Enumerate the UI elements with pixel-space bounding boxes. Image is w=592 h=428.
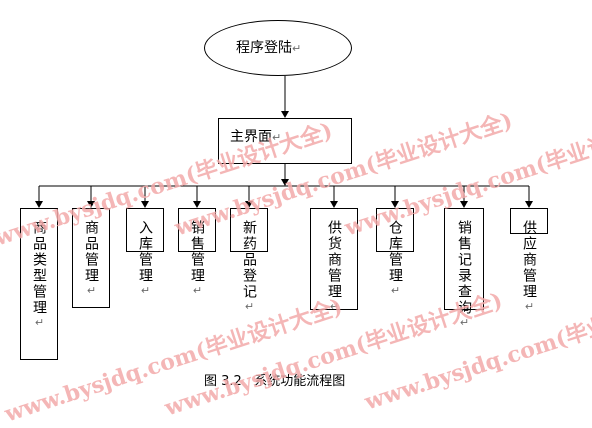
module-label: 商品管理↵: [83, 220, 99, 299]
arrow-head: [245, 201, 253, 208]
main-node-label: 主界面↵: [230, 129, 282, 145]
arrow-head: [391, 201, 399, 208]
module-label: 供货商管理↵: [326, 220, 342, 315]
figure-caption: 图 3.2 系统功能流程图: [204, 374, 346, 389]
module-box: [230, 208, 268, 252]
arrow-head: [35, 201, 43, 208]
arrow-head: [330, 201, 338, 208]
module-label: 销售记录查询↵: [456, 220, 472, 331]
module-box: [20, 208, 58, 360]
arrow-head: [87, 201, 95, 208]
module-box: [510, 208, 548, 234]
module-box: [376, 208, 414, 252]
module-box: [72, 208, 110, 308]
connector-lines: [35, 76, 533, 208]
arrow-head: [193, 201, 201, 208]
module-label: 销售管理↵: [189, 220, 205, 299]
arrow-head: [281, 179, 289, 186]
arrow-head: [460, 201, 468, 208]
module-box: [178, 208, 216, 252]
module-box: [310, 208, 358, 310]
arrow-head: [141, 201, 149, 208]
module-label: 新药品登记↵: [241, 220, 257, 315]
main-interface-box: [218, 118, 352, 164]
module-label: 供应商管理↵: [521, 220, 537, 315]
arrow-head: [281, 111, 289, 118]
start-node-label: 程序登陆↵: [236, 40, 302, 56]
start-ellipse: [204, 20, 352, 76]
module-label: 入库管理↵: [137, 220, 153, 299]
arrow-head: [525, 201, 533, 208]
module-label: 商品类型管理↵: [31, 220, 47, 331]
flowchart: 程序登陆↵ 主界面↵ 商品类型管理↵ 商品管理↵ 入库管理↵ 销售管理↵ 新药品登记↵ 供…: [0, 20, 592, 427]
module-label: 仓库管理↵: [387, 220, 403, 299]
module-box: [126, 208, 164, 252]
module-box: [444, 208, 484, 310]
